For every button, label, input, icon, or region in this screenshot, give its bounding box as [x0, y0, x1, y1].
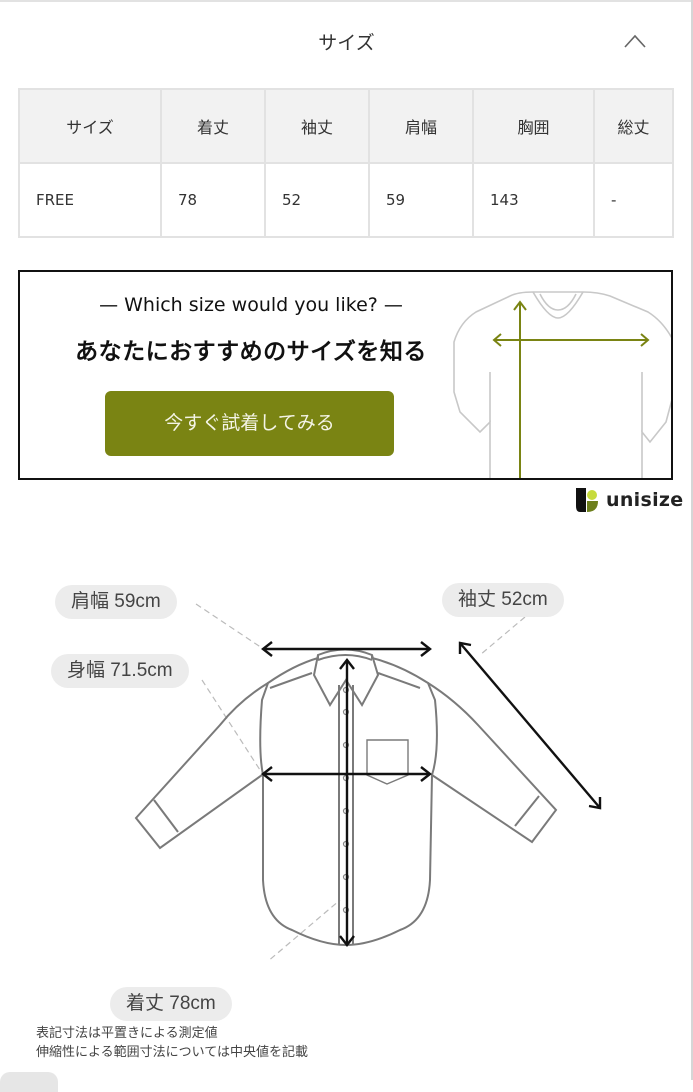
- shirt-measurement-diagram: 肩幅 59cm 身幅 71.5cm 袖丈 52cm 着丈 78cm: [0, 560, 693, 1021]
- cell-chest: 143: [472, 162, 595, 238]
- table-header-row: サイズ 着丈 袖丈 肩幅 胸囲 総丈: [18, 88, 674, 164]
- size-recommendation-banner[interactable]: — Which size would you like? — あなたにおすすめの…: [18, 270, 673, 480]
- unisize-brand: unisize: [576, 486, 683, 514]
- tshirt-measure-icon: [453, 291, 671, 478]
- header-chest: 胸囲: [472, 88, 595, 164]
- try-on-button[interactable]: 今すぐ試着してみる: [105, 391, 394, 456]
- top-divider: [0, 0, 693, 2]
- shirt-illustration-icon: [134, 603, 602, 960]
- header-total-length: 総丈: [593, 88, 674, 164]
- measurement-notes: 表記寸法は平置きによる測定値 伸縮性による範囲寸法については中央値を記載: [36, 1024, 308, 1062]
- scrollbar-track: [691, 0, 693, 1080]
- unisize-logo-icon: [576, 488, 598, 512]
- header-shoulder: 肩幅: [368, 88, 474, 164]
- cell-length: 78: [160, 162, 266, 238]
- banner-subtitle: — Which size would you like? —: [99, 294, 403, 316]
- cell-sleeve: 52: [264, 162, 370, 238]
- size-section-header[interactable]: サイズ: [0, 20, 693, 66]
- banner-headline: あなたにおすすめのサイズを知る: [75, 339, 427, 365]
- cell-size: FREE: [18, 162, 162, 238]
- header-length: 着丈: [160, 88, 266, 164]
- table-row: FREE 78 52 59 143 -: [18, 162, 674, 238]
- header-size: サイズ: [18, 88, 162, 164]
- bottom-tab-partial[interactable]: [0, 1072, 58, 1092]
- brand-name: unisize: [606, 489, 684, 511]
- sleeve-length-label: 袖丈 52cm: [442, 583, 564, 617]
- body-width-label: 身幅 71.5cm: [51, 654, 189, 688]
- shoulder-width-label: 肩幅 59cm: [55, 585, 177, 619]
- cell-total-length: -: [593, 162, 674, 238]
- size-table: サイズ 着丈 袖丈 肩幅 胸囲 総丈 FREE 78 52 59 143 -: [18, 88, 674, 238]
- section-title: サイズ: [318, 32, 375, 54]
- chevron-up-icon[interactable]: [624, 34, 646, 48]
- cell-shoulder: 59: [368, 162, 474, 238]
- note-line-2: 伸縮性による範囲寸法については中央値を記載: [36, 1045, 308, 1060]
- note-line-1: 表記寸法は平置きによる測定値: [36, 1026, 218, 1041]
- body-length-label: 着丈 78cm: [110, 987, 232, 1021]
- header-sleeve: 袖丈: [264, 88, 370, 164]
